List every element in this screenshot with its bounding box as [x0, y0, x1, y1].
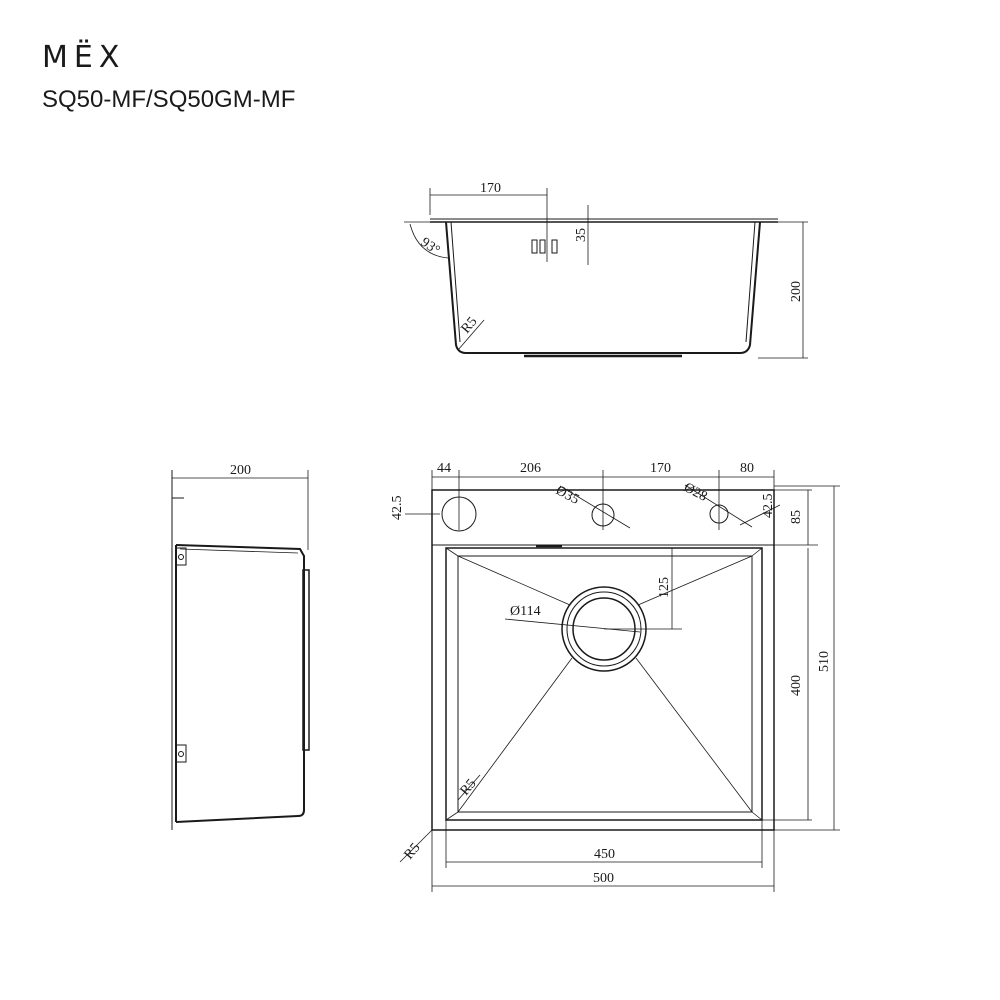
side-view: 200 — [171, 463, 310, 830]
dim-top-510: 510 — [817, 651, 832, 672]
model-number: SQ50-MF/SQ50GM-MF — [42, 86, 296, 113]
dim-front-170: 170 — [480, 181, 501, 196]
dim-front-35: 35 — [574, 228, 589, 242]
dim-front-200: 200 — [789, 281, 804, 302]
dim-top-44: 44 — [437, 461, 451, 476]
dim-top-dia114: Ø114 — [510, 604, 541, 619]
dim-top-206: 206 — [520, 461, 541, 476]
dim-top-500: 500 — [593, 871, 614, 886]
dim-top-125: 125 — [657, 577, 672, 598]
dim-top-450: 450 — [594, 847, 615, 862]
brand-logo: MËX — [42, 40, 126, 75]
dim-top-dia28: Ø28 — [681, 480, 709, 505]
dim-top-dia35: Ø35 — [553, 483, 581, 508]
dim-top-400: 400 — [789, 675, 804, 696]
dim-top-42-5-left: 42.5 — [390, 496, 405, 521]
dim-side-200: 200 — [230, 463, 251, 478]
dim-top-42-5-right: 42.5 — [761, 494, 776, 519]
dim-front-angle: 93° — [418, 235, 443, 259]
dim-top-80: 80 — [740, 461, 754, 476]
dim-top-r5-outer: R5 — [402, 840, 424, 862]
front-view: 170 35 200 93° R5 — [404, 181, 808, 359]
dim-top-85: 85 — [789, 510, 804, 524]
top-view: 44 206 170 80 42.5 42.5 Ø35 Ø28 85 125 Ø… — [390, 461, 840, 892]
dim-top-170: 170 — [650, 461, 671, 476]
dim-front-r5: R5 — [459, 314, 481, 336]
